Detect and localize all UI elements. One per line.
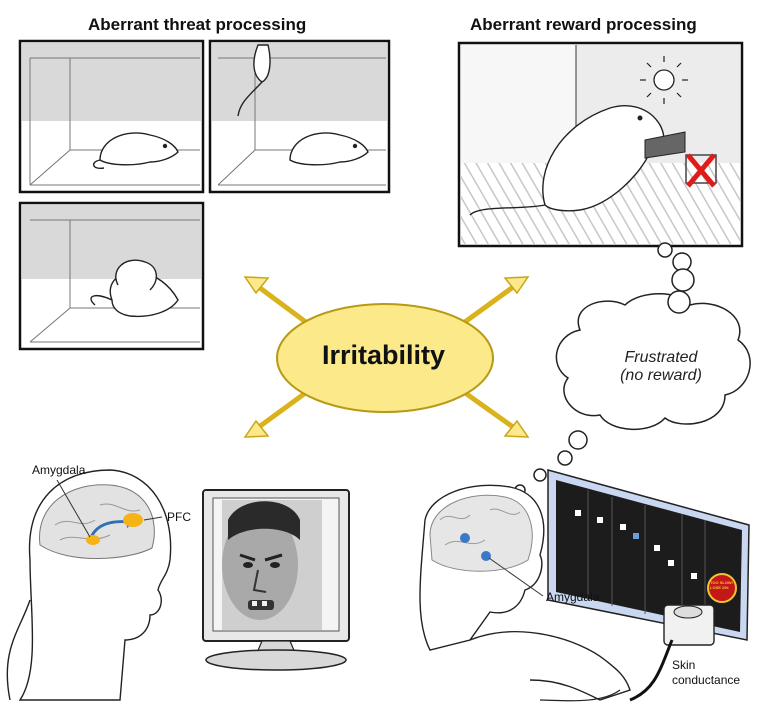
center-label: Irritability bbox=[322, 340, 446, 370]
amygdala-region-right bbox=[460, 533, 470, 543]
too-slow-line-1: TOO SLOW! bbox=[710, 580, 734, 585]
heading-reward: Aberrant reward processing bbox=[470, 15, 697, 34]
skin-label-line-1: Skin bbox=[672, 658, 696, 672]
threat-panel-cage-2 bbox=[208, 39, 391, 194]
too-slow-line-2: LOSE 25¢ bbox=[710, 585, 729, 590]
too-slow-badge bbox=[707, 573, 737, 603]
amygdala-region-left bbox=[86, 535, 100, 545]
fighting-rats-icon bbox=[90, 259, 179, 318]
pfc-region bbox=[123, 513, 143, 527]
threat-panel-cage-3 bbox=[18, 201, 205, 351]
threat-panel-cage-1 bbox=[18, 39, 205, 194]
amygdala-label-right: Amygdala bbox=[546, 590, 600, 604]
skin-conductance-sensor bbox=[629, 604, 715, 702]
reward-panel-box bbox=[457, 41, 744, 248]
skin-label-line-2: conductance bbox=[672, 673, 741, 687]
red-x-icon bbox=[685, 153, 717, 188]
heading-threat: Aberrant threat processing bbox=[88, 15, 307, 34]
angry-face-image bbox=[222, 500, 322, 630]
child-game-illustration bbox=[419, 484, 631, 702]
game-screen bbox=[547, 469, 750, 641]
thought-line-2: (no reward) bbox=[620, 367, 702, 384]
monitor-illustration bbox=[202, 489, 350, 671]
pfc-label: PFC bbox=[167, 510, 191, 524]
rat-icon bbox=[289, 132, 369, 166]
thought-line-1: Frustrated bbox=[624, 349, 698, 366]
hanging-rat-icon bbox=[237, 44, 271, 117]
skin-conductance-label: Skin conductance bbox=[672, 658, 740, 688]
center-diagram bbox=[243, 276, 530, 438]
light-bulb-icon bbox=[640, 56, 688, 104]
boy-brain-illustration bbox=[6, 469, 172, 701]
too-slow-text: TOO SLOW! LOSE 25¢ bbox=[710, 580, 733, 590]
thought-cloud bbox=[514, 242, 751, 496]
amygdala-label-left: Amygdala bbox=[32, 463, 86, 477]
irritability-ellipse bbox=[276, 303, 494, 413]
rat-icon bbox=[93, 132, 179, 170]
thought-text: Frustrated (no reward) bbox=[606, 349, 716, 385]
